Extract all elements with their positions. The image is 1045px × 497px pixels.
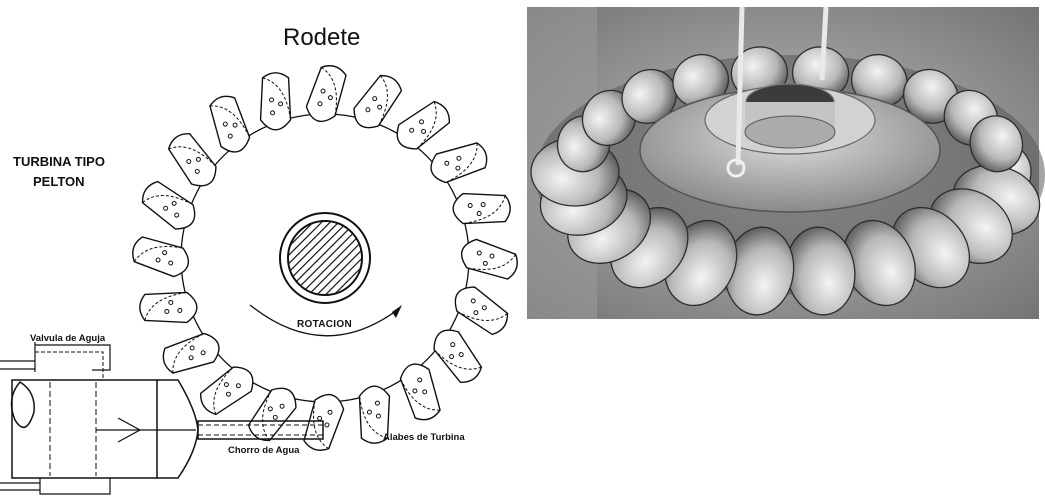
shaft	[280, 213, 370, 303]
bucket	[164, 128, 222, 192]
turbine-blades-label: Alabes de Turbina	[383, 432, 465, 443]
rotation-label: ROTACION	[297, 319, 352, 330]
bucket	[428, 324, 486, 388]
diagram-title: Rodete	[283, 24, 360, 52]
bucket	[195, 361, 259, 419]
bucket	[140, 292, 197, 322]
bucket	[137, 177, 201, 235]
bucket	[427, 139, 490, 185]
bucket	[449, 281, 513, 339]
water-jet-label: Chorro de Agua	[228, 445, 299, 456]
bucket	[348, 70, 406, 134]
bucket	[397, 360, 443, 423]
turbine-type-label-line1: TURBINA TIPO	[13, 154, 105, 169]
bucket	[244, 382, 302, 446]
bucket	[206, 93, 252, 156]
bucket	[160, 330, 223, 376]
needle-valve-label: Valvula de Aguja	[30, 333, 105, 344]
runner-photo	[527, 7, 1045, 319]
bucket	[303, 62, 349, 125]
bucket	[391, 97, 455, 155]
turbine-type-label-line2: PELTON	[33, 174, 85, 189]
bucket	[129, 234, 192, 280]
bucket	[458, 236, 521, 282]
bucket	[261, 73, 291, 130]
bucket	[453, 194, 510, 224]
rotation-arrowhead	[392, 305, 402, 318]
